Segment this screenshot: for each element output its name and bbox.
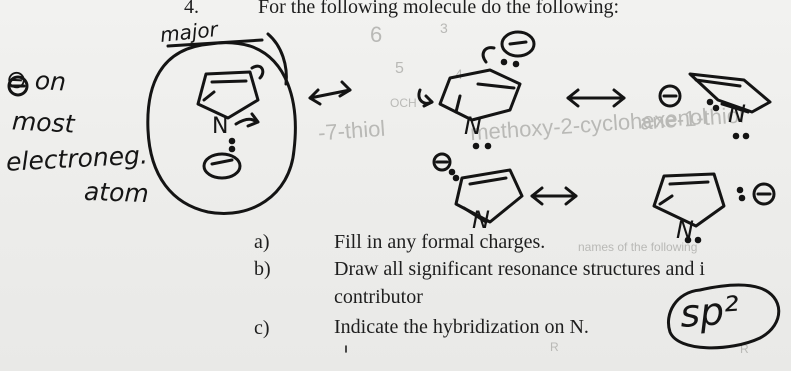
task-c-letter: c) xyxy=(254,317,270,339)
lone-pair-dot xyxy=(452,174,460,182)
bleed-through-text: 6 xyxy=(370,22,383,47)
lone-pair-dot xyxy=(512,60,520,68)
task-b-letter: b) xyxy=(254,258,271,280)
lone-pair-dot xyxy=(472,142,480,150)
lone-pair-dot xyxy=(484,142,492,150)
lone-pair-dot xyxy=(712,104,720,112)
minus-charge-icon xyxy=(500,30,536,58)
bleed-through-text: R xyxy=(740,342,749,356)
lone-pair-dot xyxy=(736,186,744,194)
bleed-through-text: names of the following xyxy=(578,240,698,254)
pyrrole-ring-resonance-4 xyxy=(652,172,726,228)
lone-pair-dot xyxy=(706,98,714,106)
bleed-through-text: R xyxy=(550,340,559,354)
minus-charge-icon xyxy=(7,75,29,97)
lone-pair-dot xyxy=(448,168,456,176)
lone-pair-dot xyxy=(228,137,236,145)
lone-pair-dot xyxy=(738,194,746,202)
resonance-arrow xyxy=(308,80,352,106)
bleed-through-text: OCH xyxy=(390,96,417,110)
pyrrole-ring-resonance-1 xyxy=(417,46,522,122)
task-c-text: Indicate the hybridization on N. xyxy=(334,316,589,338)
minus-charge-icon xyxy=(658,84,682,108)
bleed-through-text: 5 xyxy=(395,60,404,77)
question-number: 4. xyxy=(184,0,199,18)
resonance-arrow xyxy=(566,88,626,108)
lone-pair-dot xyxy=(228,145,236,153)
task-b-continuation: contributor xyxy=(334,286,423,308)
nitrogen-label-main: N xyxy=(212,114,229,139)
minus-charge-icon xyxy=(432,152,452,172)
resonance-arrow xyxy=(530,186,578,206)
question-prompt: For the following molecule do the follow… xyxy=(258,0,620,18)
answer-circle xyxy=(667,283,781,350)
task-a-letter: a) xyxy=(254,231,270,253)
major-contributor-circle xyxy=(146,41,297,215)
bleed-through-text: 4 xyxy=(455,66,463,82)
lone-pair-dot xyxy=(732,132,740,140)
minus-charge-icon xyxy=(202,152,242,180)
lone-pair-dot xyxy=(694,236,702,244)
pyrrole-ring-resonance-2 xyxy=(688,72,772,114)
pyrrole-ring-resonance-3 xyxy=(454,168,524,224)
pyrrole-ring-main xyxy=(196,64,265,128)
lone-pair-dot xyxy=(500,58,508,66)
task-a-text: Fill in any formal charges. xyxy=(334,231,546,253)
major-underline xyxy=(166,38,264,48)
lone-pair-dot xyxy=(684,236,692,244)
major-hook xyxy=(266,32,288,86)
bleed-through-text: 3 xyxy=(440,20,448,36)
task-b-text: Draw all significant resonance structure… xyxy=(334,258,705,280)
lone-pair-dot xyxy=(742,132,750,140)
minus-charge-icon xyxy=(752,182,776,206)
